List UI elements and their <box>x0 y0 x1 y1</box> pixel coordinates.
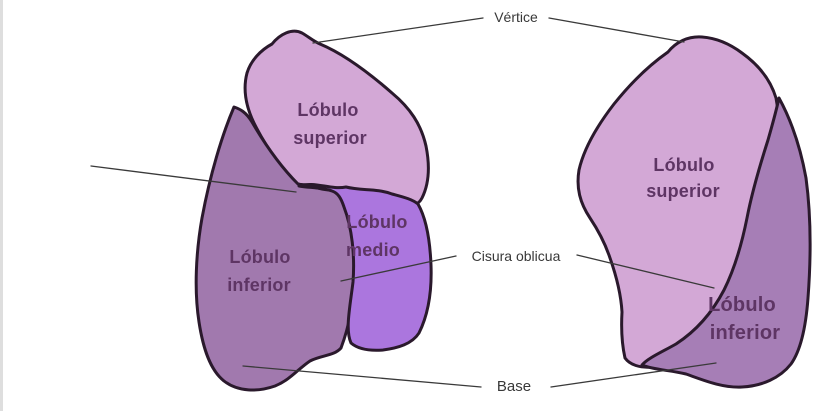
unlabeled-leader-left <box>90 165 297 193</box>
cisura-oblicua-label: Cisura oblicua <box>472 248 561 264</box>
left-superior-lobe-label-line1: Lóbulo <box>297 100 358 120</box>
left-inferior-lobe-label-line1: Lóbulo <box>229 247 290 267</box>
left-middle-lobe-label-line2: medio <box>346 240 400 260</box>
right-inferior-lobe-label-line1: Lóbulo <box>708 294 776 316</box>
base-label: Base <box>497 378 531 395</box>
cisura-oblicua-leader-left <box>340 255 457 282</box>
vertice-label: Vértice <box>494 9 538 25</box>
vertice-leader-left <box>312 17 484 44</box>
base-leader-left <box>242 365 482 388</box>
left-edge-artifact <box>0 0 3 411</box>
right-inferior-lobe-label-line2: inferior <box>710 322 781 344</box>
vertice-leader-right <box>548 17 685 43</box>
base-leader-right <box>550 362 717 388</box>
right-superior-lobe-label-line1: Lóbulo <box>653 155 714 175</box>
left-inferior-lobe-label-line2: inferior <box>227 275 291 295</box>
right-superior-lobe-label-line2: superior <box>646 181 720 201</box>
cisura-oblicua-leader-right <box>576 254 715 289</box>
right-lung-inferior-lobe <box>640 96 812 389</box>
left-superior-lobe-label-line2: superior <box>293 128 367 148</box>
left-lung-middle-lobe <box>297 182 433 352</box>
left-lung-inferior-lobe <box>194 105 357 392</box>
left-middle-lobe-label-line1: Lóbulo <box>346 212 407 232</box>
